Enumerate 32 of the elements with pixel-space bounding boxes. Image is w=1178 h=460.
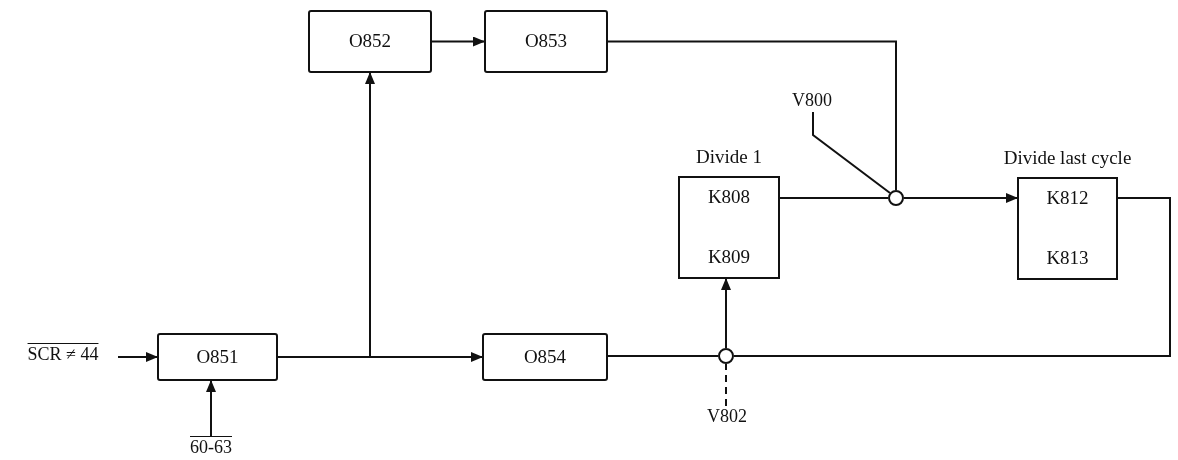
arrow xyxy=(117,352,158,362)
block-label: K812 xyxy=(1046,187,1089,210)
signal-label: SCR ≠ 44 xyxy=(8,344,118,366)
block-label: K808 xyxy=(707,186,751,209)
signal-line xyxy=(733,197,1171,357)
junction-circle xyxy=(718,348,734,364)
signal-line xyxy=(725,363,727,407)
block-heading: Divide 1 xyxy=(695,145,763,170)
block-label: O853 xyxy=(524,30,568,53)
arrow xyxy=(721,278,731,349)
signal-line xyxy=(607,40,897,191)
logic-block xyxy=(484,10,608,73)
logic-block xyxy=(482,333,608,381)
block-heading: Divide last cycle xyxy=(1002,146,1133,171)
arrow xyxy=(206,380,216,438)
block-label: K809 xyxy=(707,246,751,269)
signal-line xyxy=(607,355,719,357)
block-label: O852 xyxy=(348,30,392,53)
logic-block xyxy=(157,333,278,381)
arrow xyxy=(431,36,485,47)
block-label: O854 xyxy=(523,345,567,369)
block-label: O851 xyxy=(196,345,239,369)
junction-circle xyxy=(888,190,904,206)
block-label: K813 xyxy=(1046,247,1089,270)
signal-line xyxy=(779,197,889,199)
logic-block xyxy=(308,10,432,73)
signal-label: 60-63 xyxy=(178,437,244,459)
signal-line xyxy=(812,111,891,194)
signal-label: V802 xyxy=(697,406,757,428)
arrow xyxy=(277,352,483,362)
signal-label: V800 xyxy=(784,90,840,112)
arrow xyxy=(903,193,1018,203)
